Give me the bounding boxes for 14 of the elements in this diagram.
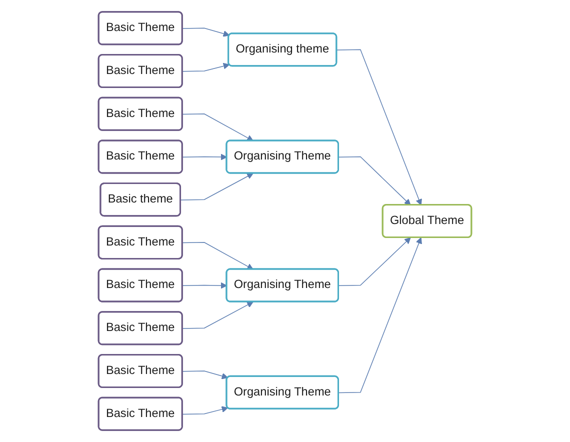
arrow xyxy=(182,302,254,329)
arrow xyxy=(336,49,422,206)
arrow xyxy=(182,406,228,415)
arrow xyxy=(180,173,254,200)
arrow xyxy=(182,242,254,270)
arrow xyxy=(182,62,230,72)
arrow xyxy=(182,370,228,380)
arrow xyxy=(338,237,411,286)
arrow xyxy=(182,28,230,37)
arrow xyxy=(182,154,228,160)
arrow xyxy=(182,114,254,142)
arrow xyxy=(338,237,422,394)
arrow xyxy=(182,282,228,289)
arrow xyxy=(338,156,411,206)
